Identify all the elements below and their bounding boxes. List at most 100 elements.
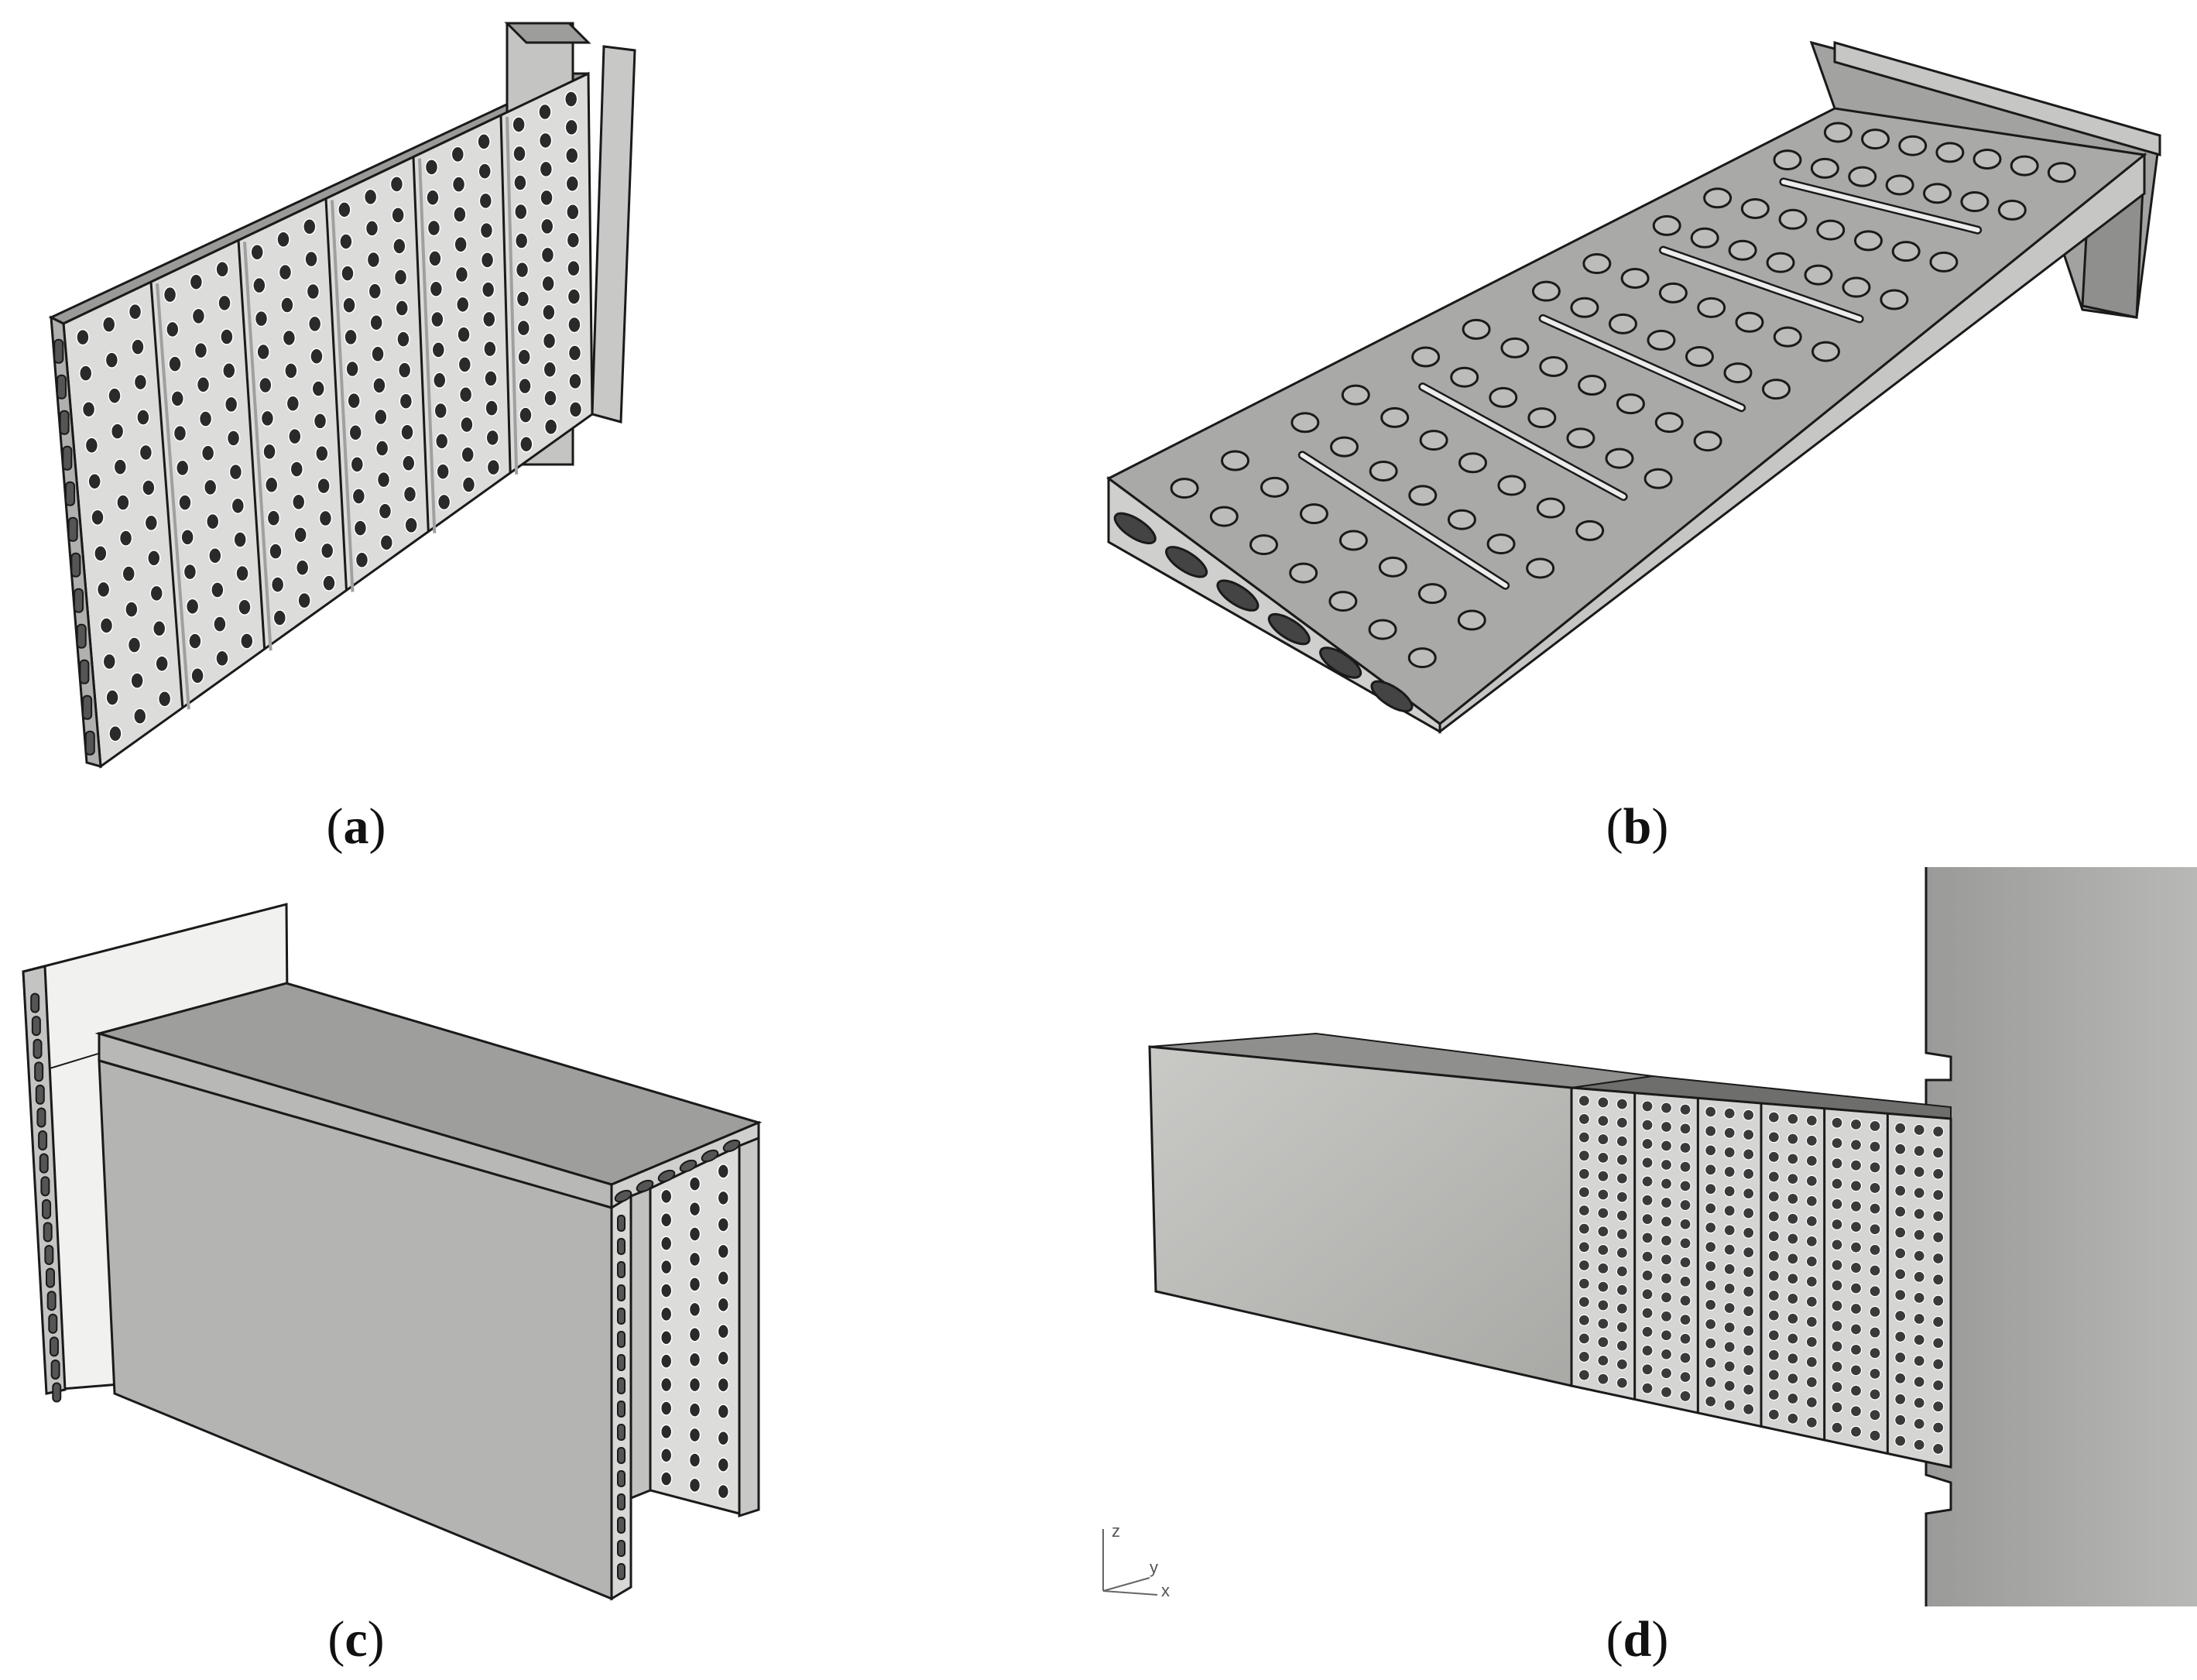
panel-a-hole [272,609,287,626]
panel-d-hole [1723,1360,1736,1373]
panel-b-hole [1290,412,1320,434]
panel-d-slats [1633,1092,1889,1454]
panel-a-hole [433,372,447,389]
panel-a-hole [78,365,93,382]
panel-a-hole [262,443,276,461]
panel-b-hole [2010,155,2039,177]
panel-a-hole [481,281,495,298]
panel-a-hole [254,310,269,327]
panel-a-hole [304,250,318,268]
panel-d-hole [1869,1347,1881,1359]
panel-a-hole [131,338,145,355]
panel-b-slots [1297,177,1983,590]
panel-d-hole [1743,1207,1755,1219]
panel-d-hole [1641,1382,1654,1394]
panel-d-hole [1616,1377,1628,1389]
panel-d-hole [1894,1289,1907,1301]
panel-d-hole [1869,1429,1881,1442]
panel-a-hole [519,435,533,453]
panel-a-hole [485,429,499,447]
panel-d-hole [1679,1123,1691,1135]
panel-a-hole [108,387,122,404]
panel-d-hole [1913,1250,1925,1262]
panel-d-hole [1869,1140,1881,1153]
panel-d-hole [1597,1335,1609,1349]
panel-c-hole [688,1327,701,1342]
panel-b-slot [1541,316,1744,410]
panel-b-hole [1341,384,1370,406]
panel-d-hole [1705,1260,1717,1273]
panel-a-hole [188,633,202,650]
panel-d-hole [1831,1381,1843,1394]
panel-a-hole [270,576,285,593]
panel-d-hole [1723,1224,1736,1236]
panel-a-hole [519,406,533,423]
panel-d-hole [1641,1288,1654,1301]
panel-a-hole [91,509,105,526]
panel-c-side-slot [617,1354,626,1371]
panel-d-hole [1805,1275,1818,1287]
caption-d: (d) [1606,1611,1669,1668]
panel-c-hole [717,1217,730,1233]
panel-d-hole [1869,1305,1881,1318]
panel-a-hole [374,408,388,426]
panel-a-hole [293,526,307,543]
panel-d-hole [1743,1188,1755,1200]
panel-b-hole [1368,619,1397,640]
panel-a-hole [311,380,325,397]
panel-a-hole [542,303,556,321]
panel-d-hole [1805,1154,1818,1167]
panel-a-hole [363,188,378,206]
panel-d-hole [1679,1275,1691,1287]
panel-c-side-slot [617,1447,626,1464]
panel-d-hole [1913,1144,1925,1157]
panel-a-hole [306,283,320,300]
panel-a-hole [395,300,409,317]
panel-d-hole [1616,1302,1628,1315]
panel-a-hole [284,362,298,379]
panel-a-hole [196,376,211,393]
panel-d-hole [1805,1195,1818,1207]
panel-c-side-slot [617,1261,626,1278]
panel-d-hole [1597,1281,1609,1293]
panel-a-hole [256,343,270,361]
panel-d-hole [1787,1212,1799,1225]
panel-a-hole [396,331,410,348]
panel-d-hole [1679,1103,1691,1116]
panel-b-hole [1773,149,1802,171]
panel-a-hole [81,400,96,418]
panel-b-hole [1690,227,1719,249]
panel-b-end-opening [1113,512,1157,545]
panel-d-hole [1869,1264,1881,1277]
panel-a-hole [215,650,229,667]
panel-b-hole [1457,609,1486,631]
panel-a-end-slot [59,410,70,435]
panel-a-hole [170,390,185,407]
panel-a-hole [205,513,220,530]
panel-d-hole [1616,1246,1628,1259]
panel-d-hole [1805,1134,1818,1147]
panel-d-hole [1787,1273,1799,1285]
panel-a-hole [127,636,142,653]
panel-d-hole [1767,1369,1780,1381]
panel-d-hole [1787,1412,1799,1425]
panel-b-hole [1407,647,1437,669]
panel-b-hole [1740,198,1770,220]
panel-a-hole [313,413,327,430]
panel-a-hole [458,386,473,403]
panel-d-hole [1831,1198,1843,1210]
panel-d-hole [1723,1205,1736,1217]
panel-c-hole [688,1226,701,1242]
panel-a-hole [404,516,418,534]
panel-c-wall-slot [46,1291,57,1311]
panel-a-hole [486,458,501,476]
panel-b-hole [1608,313,1637,334]
panel-d-hole [1869,1285,1881,1298]
panel-d-hole [1869,1388,1881,1401]
panel-d-hole [1894,1143,1907,1155]
panel-a-slat-gap [243,242,272,651]
panel-c-hole [660,1283,673,1298]
panel-a-end-slot [76,623,87,649]
panel-d-hole [1616,1339,1628,1352]
panel-d-hole [1767,1270,1780,1282]
